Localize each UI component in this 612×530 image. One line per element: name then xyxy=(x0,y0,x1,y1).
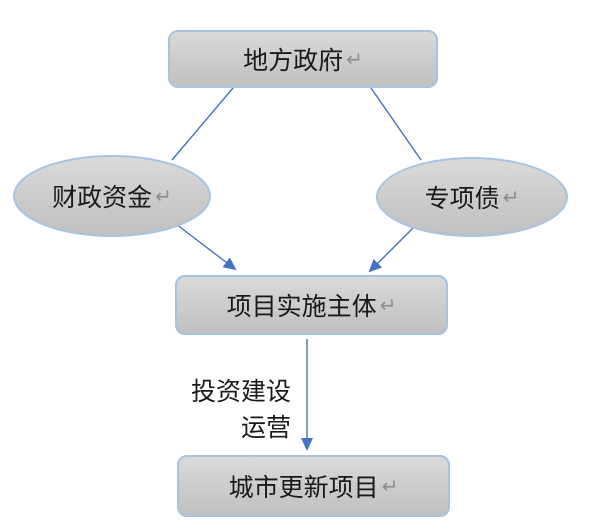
edge-label-invest-build-operate: 投资建设 运营 xyxy=(185,374,291,446)
node-urban-renewal-project-label: 城市更新项目 xyxy=(228,474,379,502)
node-local-government-label: 地方政府 xyxy=(243,47,344,75)
node-special-bonds-label: 专项债 xyxy=(424,185,500,213)
node-implementation-entity[interactable]: 项目实施主体↵ xyxy=(175,275,448,335)
edge-label-line2: 运营 xyxy=(240,414,291,442)
return-mark: ↵ xyxy=(502,186,520,209)
edge-government-to-bonds-line xyxy=(370,87,422,161)
node-special-bonds[interactable]: 专项债↵ xyxy=(376,157,568,237)
edge-government-to-fiscal-line xyxy=(171,87,234,161)
node-implementation-entity-label: 项目实施主体 xyxy=(226,293,377,321)
node-local-government[interactable]: 地方政府↵ xyxy=(168,30,438,88)
edge-fiscal-to-entity-arrow xyxy=(175,223,237,271)
return-mark: ↵ xyxy=(155,185,172,208)
node-fiscal-funds-label: 财政资金 xyxy=(52,184,153,212)
return-mark: ↵ xyxy=(346,48,363,71)
return-mark: ↵ xyxy=(379,294,397,317)
edge-label-line1: 投资建设 xyxy=(190,378,291,406)
node-urban-renewal-project[interactable]: 城市更新项目↵ xyxy=(177,455,450,517)
return-mark: ↵ xyxy=(381,475,399,498)
node-fiscal-funds[interactable]: 财政资金↵ xyxy=(13,155,211,237)
edge-bonds-to-entity-arrow xyxy=(368,220,421,273)
